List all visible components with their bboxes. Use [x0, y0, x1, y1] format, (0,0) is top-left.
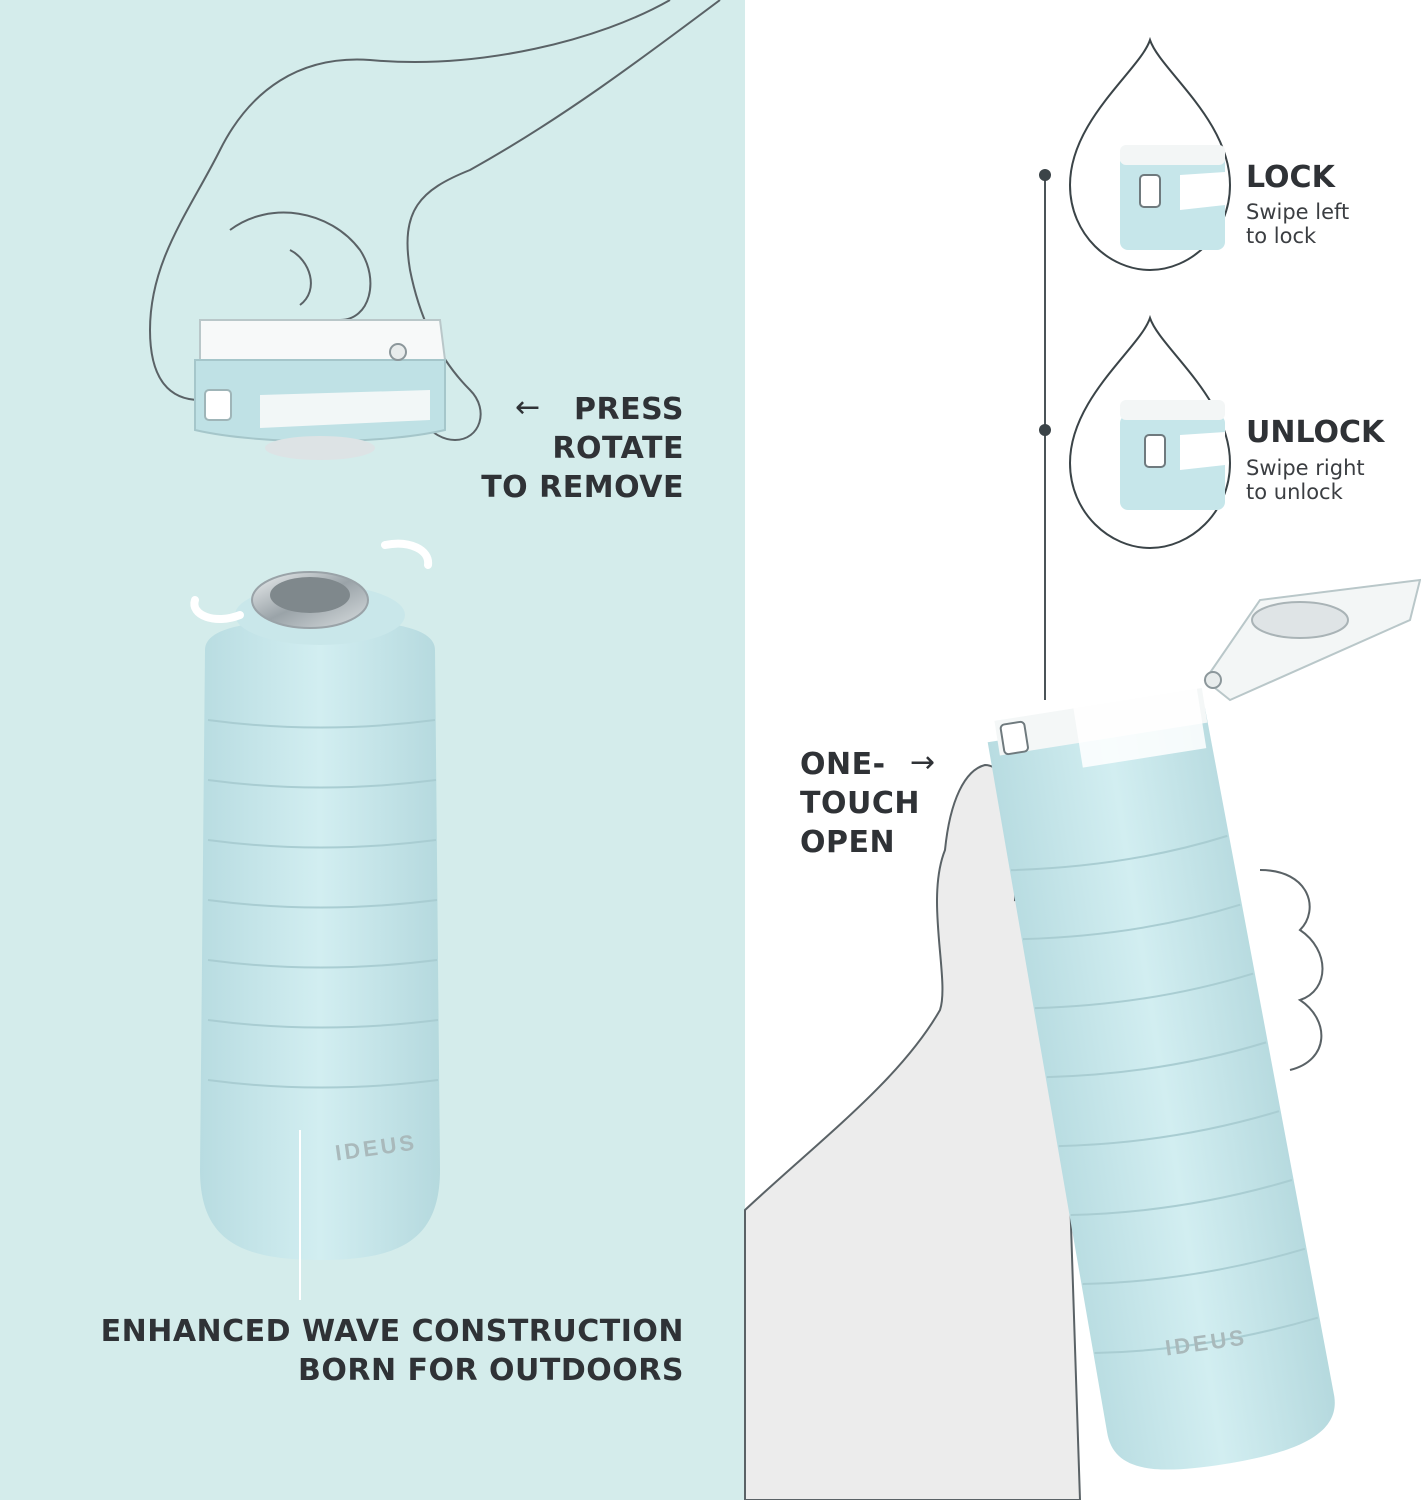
hand-outline-left: [148, 0, 721, 442]
one-touch-open-label: ONE- TOUCH OPEN: [800, 747, 920, 860]
press-rotate-label: PRESS ROTATE TO REMOVE: [481, 392, 684, 505]
bottle-right: [987, 678, 1335, 1470]
lid-left: [194, 319, 447, 460]
connector-line-right: [1039, 169, 1051, 700]
unlock-title: UNLOCK: [1246, 415, 1385, 450]
rotate-arrow-icons: [190, 539, 433, 623]
flip-lid-open: [1203, 578, 1421, 702]
enhanced-wave-label: ENHANCED WAVE CONSTRUCTION BORN FOR OUTD…: [100, 1314, 684, 1388]
arrow-right-icon: →: [910, 745, 936, 780]
lock-description: Swipe left to lock: [1246, 200, 1350, 248]
lock-droplet-icon: [1068, 36, 1232, 272]
bottle-left: [200, 571, 440, 1260]
lock-title: LOCK: [1246, 160, 1335, 195]
arrow-left-icon: ←: [515, 390, 541, 425]
unlock-description: Swipe right to unlock: [1246, 456, 1365, 504]
unlock-droplet-icon: [1068, 314, 1232, 550]
